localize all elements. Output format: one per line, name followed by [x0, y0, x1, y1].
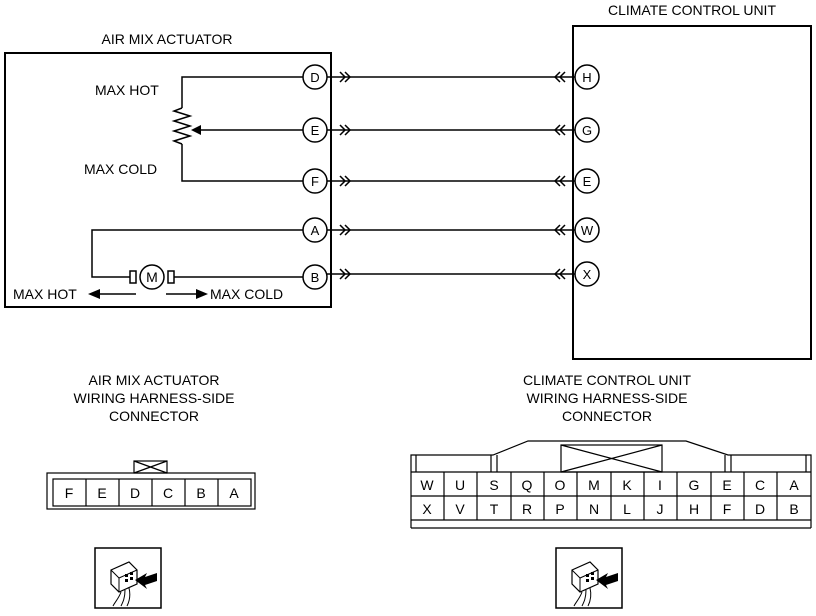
- climate-connector-title-1: CLIMATE CONTROL UNIT: [523, 372, 691, 388]
- connector-cell: G: [689, 477, 700, 493]
- connector-cell: I: [658, 477, 662, 493]
- left-arrow-icon: [88, 289, 100, 299]
- climate-connector-row2: X V T R P N L J H F D B: [422, 501, 798, 517]
- motor-max-cold-label: MAX COLD: [210, 286, 283, 302]
- climate-connector-row1: W U S Q O M K I G E C A: [420, 477, 799, 493]
- potentiometer: [171, 76, 303, 182]
- connector-cell: B: [196, 485, 205, 501]
- connector-cell: H: [689, 501, 699, 517]
- connector-cell: V: [455, 501, 465, 517]
- connector-cell: O: [555, 477, 566, 493]
- connector-cell: R: [522, 501, 532, 517]
- harness-connector-view-icon: [94, 547, 162, 609]
- climate-connector-title-2: WIRING HARNESS-SIDE: [526, 390, 687, 406]
- connector-cell: J: [657, 501, 664, 517]
- connector-cell: U: [455, 477, 465, 493]
- connector-cell: K: [622, 477, 632, 493]
- actuator-box: [4, 52, 332, 308]
- connector-cell: T: [490, 501, 499, 517]
- actuator-connector-title-3: CONNECTOR: [109, 408, 199, 424]
- actuator-connector-cells: F E D C B A: [65, 485, 240, 501]
- wiper-arrow-icon: [191, 125, 201, 135]
- harness-connector-view-icon: [555, 547, 623, 609]
- climate-unit-pins: H G E W X: [574, 64, 600, 287]
- climate-pin-label: E: [583, 174, 592, 189]
- climate-unit-title: CLIMATE CONTROL UNIT: [608, 2, 776, 18]
- connector-cell: B: [789, 501, 798, 517]
- connector-cell: L: [623, 501, 631, 517]
- connector-cell: C: [755, 477, 765, 493]
- climate-pin-label: X: [583, 267, 592, 282]
- connector-cell: P: [555, 501, 564, 517]
- connector-cell: M: [588, 477, 600, 493]
- connector-cell: W: [420, 477, 434, 493]
- actuator-pin-label: E: [311, 123, 320, 138]
- connector-cell: A: [789, 477, 799, 493]
- climate-pin-label: H: [582, 70, 591, 85]
- connector-cell: S: [489, 477, 498, 493]
- connector-cell: N: [589, 501, 599, 517]
- right-arrow-icon: [196, 289, 208, 299]
- actuator-pin-label: A: [311, 223, 320, 238]
- pot-max-cold-label: MAX COLD: [84, 161, 157, 177]
- motor-max-hot-label: MAX HOT: [13, 286, 77, 302]
- connector-cell: F: [65, 485, 74, 501]
- motor-circuit: [91, 229, 303, 290]
- motor-m-icon: M: [146, 269, 158, 285]
- climate-unit-box: [572, 25, 812, 360]
- connector-cell: E: [97, 485, 106, 501]
- actuator-pin-label: B: [311, 270, 320, 285]
- connector-cell: A: [229, 485, 239, 501]
- actuator-pin-circle: [302, 264, 328, 290]
- climate-connector-title-3: CONNECTOR: [562, 408, 652, 424]
- climate-pin-label: W: [581, 223, 594, 238]
- actuator-connector-title-1: AIR MIX ACTUATOR: [89, 372, 220, 388]
- actuator-connector: [46, 460, 256, 510]
- actuator-pin-label: D: [310, 70, 319, 85]
- actuator-pin-label: F: [311, 174, 319, 189]
- connector-cell: X: [422, 501, 432, 517]
- climate-pin-label: G: [582, 123, 592, 138]
- connector-cell: D: [755, 501, 765, 517]
- actuator-title: AIR MIX ACTUATOR: [102, 31, 233, 47]
- pot-max-hot-label: MAX HOT: [95, 82, 159, 98]
- climate-connector: [410, 440, 812, 529]
- connector-cell: E: [722, 477, 731, 493]
- actuator-pins: D E F A B: [302, 64, 328, 290]
- connector-cell: C: [163, 485, 173, 501]
- connector-cell: Q: [522, 477, 533, 493]
- connector-cell: D: [130, 485, 140, 501]
- actuator-connector-title-2: WIRING HARNESS-SIDE: [73, 390, 234, 406]
- connector-cell: F: [723, 501, 732, 517]
- harness-wires: [327, 71, 575, 280]
